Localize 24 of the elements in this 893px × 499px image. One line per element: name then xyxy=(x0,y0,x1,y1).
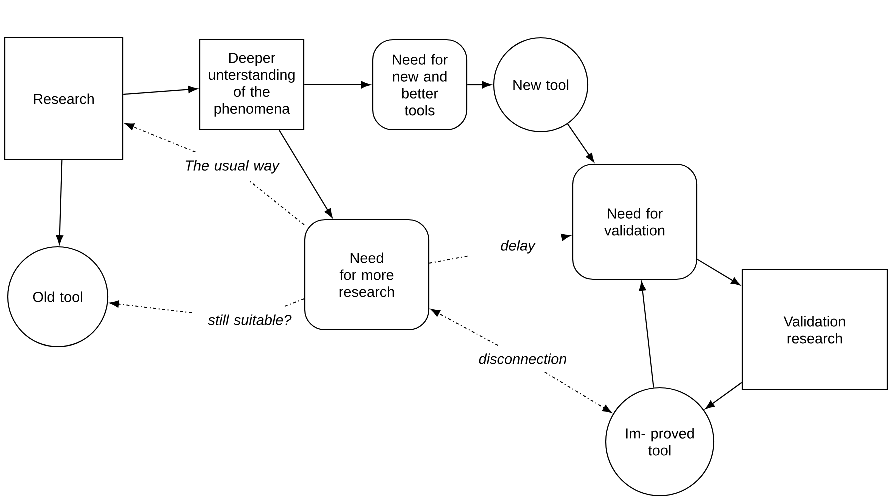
edge-note: delay xyxy=(501,240,536,254)
arrow xyxy=(561,234,571,242)
edge-note: still suitable? xyxy=(208,314,292,326)
process-box: Deeper unterstanding of the phenomena xyxy=(199,39,305,131)
arrow xyxy=(110,300,192,314)
arrow xyxy=(56,160,64,245)
arrow xyxy=(468,81,492,89)
rounded-box: Need for more research xyxy=(304,219,430,331)
edge-note: disconnection xyxy=(479,354,566,364)
arrow xyxy=(279,130,333,218)
arrow xyxy=(430,309,499,346)
arrow xyxy=(639,282,654,388)
arrow xyxy=(125,123,196,153)
arrow xyxy=(304,81,371,89)
arrow xyxy=(706,382,742,410)
rounded-box: Need for new and better tools xyxy=(372,39,468,131)
arrow xyxy=(697,259,741,286)
rounded-box: Need for validation xyxy=(572,164,698,280)
edge-note: The usual way xyxy=(186,160,280,174)
arrow xyxy=(567,124,594,163)
arrow xyxy=(124,86,198,96)
arrow xyxy=(544,372,612,414)
process-box: Validation research xyxy=(742,269,888,391)
process-box: Research xyxy=(4,37,124,161)
